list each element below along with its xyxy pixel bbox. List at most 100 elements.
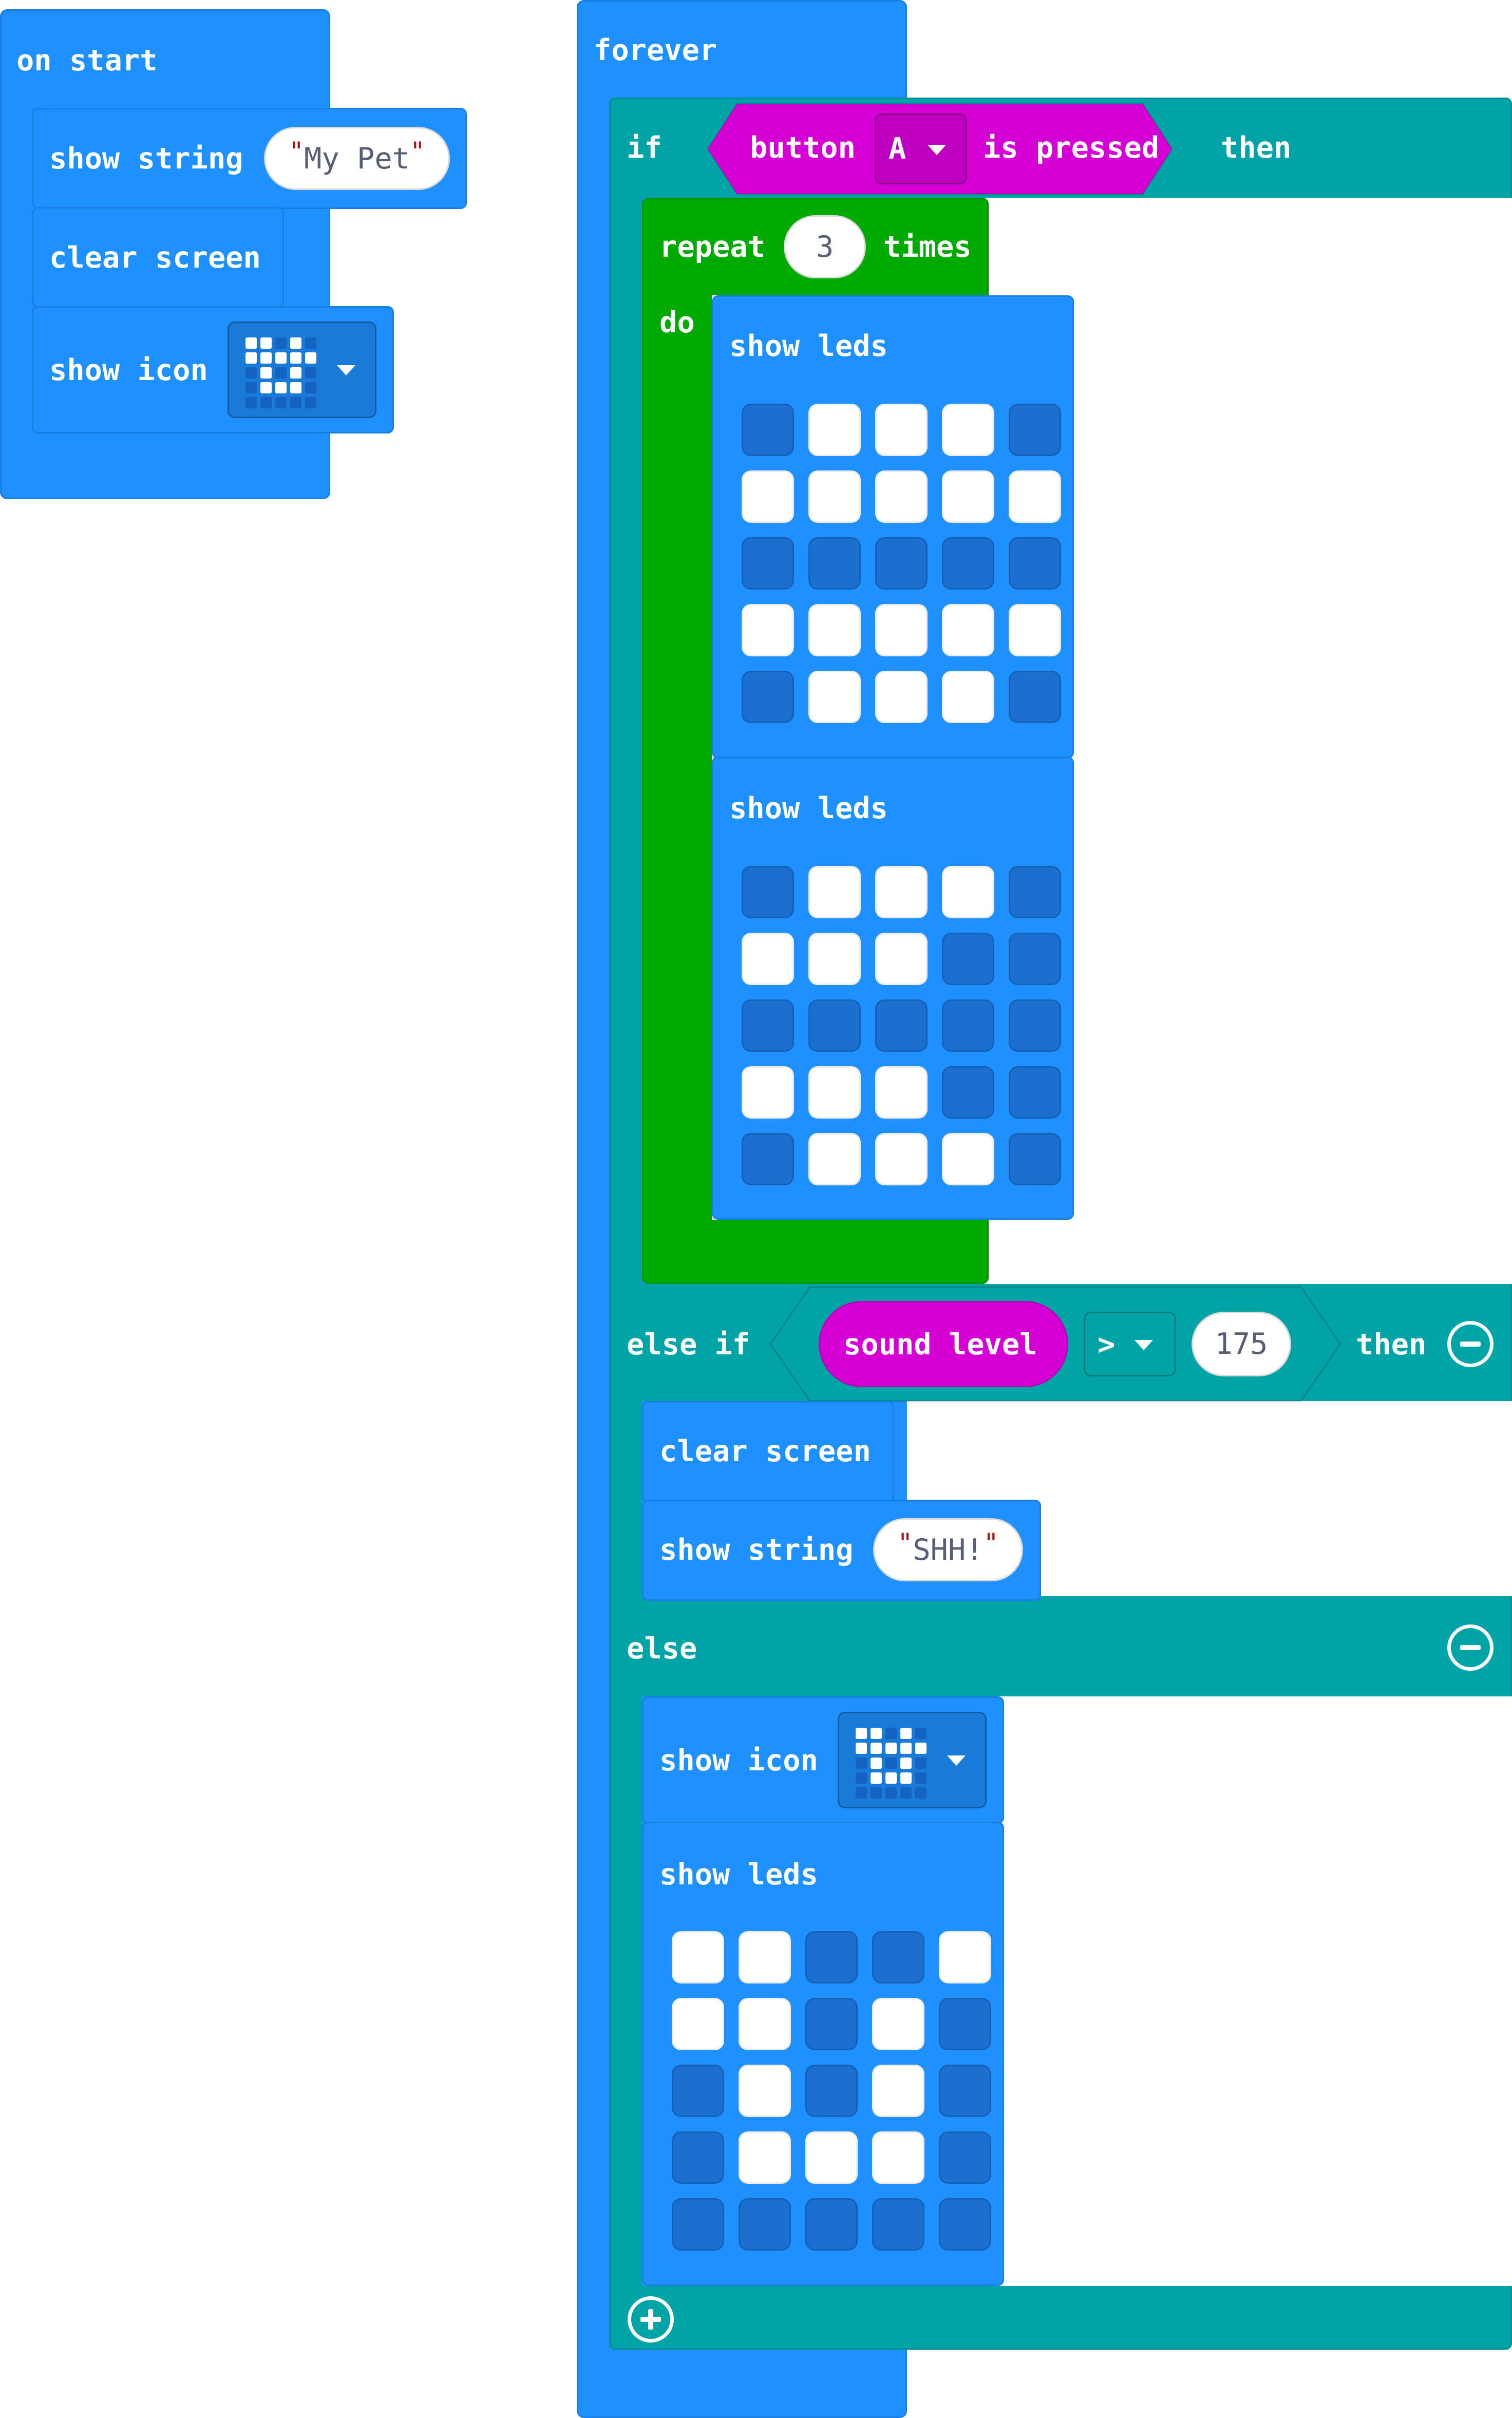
led-cell[interactable] <box>872 2065 924 2117</box>
led-cell[interactable] <box>875 999 928 1052</box>
led-cell[interactable] <box>1009 470 1061 523</box>
clear-screen-block-2[interactable] <box>642 1401 894 1502</box>
led-cell[interactable] <box>939 1931 991 1983</box>
led-cell[interactable] <box>742 604 794 656</box>
led-cell[interactable] <box>808 404 861 456</box>
led-cell[interactable] <box>942 537 994 590</box>
led-cell[interactable] <box>872 1998 924 2050</box>
repeat-count-input[interactable]: 3 <box>784 215 866 278</box>
led-cell[interactable] <box>672 2131 724 2184</box>
led-cell[interactable] <box>939 1998 991 2050</box>
led-cell[interactable] <box>875 1066 928 1119</box>
led-cell[interactable] <box>808 866 861 918</box>
led-cell[interactable] <box>1009 866 1061 918</box>
show-leds-label-3: show leds <box>659 1858 818 1892</box>
led-cell[interactable] <box>742 671 794 723</box>
led-cell[interactable] <box>672 2065 724 2117</box>
led-cell[interactable] <box>1009 537 1061 590</box>
led-cell[interactable] <box>742 1066 794 1119</box>
led-cell[interactable] <box>872 2131 924 2184</box>
led-cell[interactable] <box>939 2065 991 2117</box>
led-cell[interactable] <box>942 866 994 918</box>
led-cell[interactable] <box>872 2198 924 2251</box>
string-input[interactable]: "My Pet" <box>264 127 450 190</box>
add-else-if-button[interactable] <box>628 2296 674 2343</box>
led-cell[interactable] <box>1009 1133 1061 1185</box>
led-cell[interactable] <box>875 933 928 985</box>
led-cell[interactable] <box>875 537 928 590</box>
led-cell[interactable] <box>1009 671 1061 723</box>
icon-pixel <box>275 397 287 408</box>
led-cell[interactable] <box>872 1931 924 1983</box>
led-grid-3[interactable] <box>672 1931 991 2251</box>
led-cell[interactable] <box>672 1998 724 2050</box>
led-cell[interactable] <box>805 2131 858 2184</box>
remove-else-button[interactable] <box>1447 1624 1494 1671</box>
led-cell[interactable] <box>875 866 928 918</box>
icon-dropdown[interactable] <box>228 322 376 418</box>
led-cell[interactable] <box>1009 404 1061 456</box>
led-cell[interactable] <box>739 2131 791 2184</box>
led-cell[interactable] <box>742 933 794 985</box>
led-cell[interactable] <box>942 933 994 985</box>
led-cell[interactable] <box>942 671 994 723</box>
led-cell[interactable] <box>805 2065 858 2117</box>
led-cell[interactable] <box>942 604 994 656</box>
led-cell[interactable] <box>672 1931 724 1983</box>
led-cell[interactable] <box>742 1133 794 1185</box>
led-cell[interactable] <box>805 2198 858 2251</box>
led-cell[interactable] <box>739 1931 791 1983</box>
led-cell[interactable] <box>942 1133 994 1185</box>
icon-pixel <box>260 382 272 393</box>
operator-dropdown[interactable]: > <box>1084 1312 1176 1376</box>
icon-pixel <box>856 1772 867 1784</box>
led-cell[interactable] <box>808 999 861 1052</box>
led-cell[interactable] <box>672 2198 724 2251</box>
icon-dropdown-2[interactable] <box>838 1712 987 1808</box>
led-cell[interactable] <box>739 2198 791 2251</box>
led-cell[interactable] <box>1009 933 1061 985</box>
led-cell[interactable] <box>805 1931 858 1983</box>
led-cell[interactable] <box>942 999 994 1052</box>
led-cell[interactable] <box>742 866 794 918</box>
icon-pixel <box>260 352 272 364</box>
led-cell[interactable] <box>808 671 861 723</box>
led-cell[interactable] <box>742 470 794 523</box>
icon-pixel <box>275 382 287 393</box>
led-cell[interactable] <box>1009 604 1061 656</box>
icon-pixel <box>290 382 301 393</box>
led-cell[interactable] <box>939 2198 991 2251</box>
led-cell[interactable] <box>942 1066 994 1119</box>
button-dropdown[interactable]: A <box>875 114 967 184</box>
led-cell[interactable] <box>739 2065 791 2117</box>
led-cell[interactable] <box>742 537 794 590</box>
led-cell[interactable] <box>808 604 861 656</box>
led-cell[interactable] <box>875 671 928 723</box>
remove-else-if-button[interactable] <box>1447 1321 1494 1367</box>
led-cell[interactable] <box>942 404 994 456</box>
led-cell[interactable] <box>939 2131 991 2184</box>
led-cell[interactable] <box>942 470 994 523</box>
led-cell[interactable] <box>808 1133 861 1185</box>
led-cell[interactable] <box>1009 999 1061 1052</box>
led-cell[interactable] <box>875 1133 928 1185</box>
led-cell[interactable] <box>808 470 861 523</box>
led-cell[interactable] <box>1009 1066 1061 1119</box>
led-cell[interactable] <box>875 604 928 656</box>
sound-level-block[interactable] <box>819 1301 1068 1387</box>
string-input-2[interactable]: "SHH!" <box>873 1518 1023 1581</box>
led-cell[interactable] <box>808 933 861 985</box>
led-grid-2[interactable] <box>742 866 1061 1185</box>
threshold-input[interactable]: 175 <box>1192 1312 1291 1376</box>
led-cell[interactable] <box>808 537 861 590</box>
led-cell[interactable] <box>742 999 794 1052</box>
if-rail <box>609 198 642 2286</box>
led-cell[interactable] <box>739 1998 791 2050</box>
icon-pixel <box>245 382 257 393</box>
led-cell[interactable] <box>875 470 928 523</box>
led-grid-1[interactable] <box>742 404 1061 723</box>
led-cell[interactable] <box>875 404 928 456</box>
led-cell[interactable] <box>742 404 794 456</box>
led-cell[interactable] <box>808 1066 861 1119</box>
led-cell[interactable] <box>805 1998 858 2050</box>
